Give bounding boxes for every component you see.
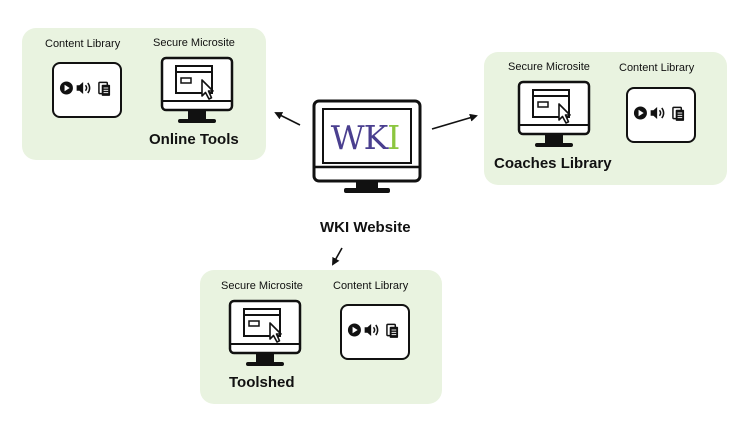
arrow-to-online-tools: [274, 112, 301, 126]
media-controls-icon: [342, 306, 408, 358]
wki-monitor-icon: [312, 99, 422, 193]
secure-microsite-label: Secure Microsite: [508, 61, 590, 73]
coaches-library-title: Coaches Library: [494, 155, 612, 172]
wki-logo-accent-letter: I: [387, 117, 400, 157]
secure-microsite-label: Secure Microsite: [221, 280, 303, 292]
arrow-to-toolshed: [332, 247, 343, 266]
toolshed-title: Toolshed: [229, 374, 295, 391]
wki-website-label: WKI Website: [320, 219, 411, 236]
media-controls-icon: [628, 89, 694, 141]
wki-logo-letters: WK: [330, 117, 389, 157]
media-controls-icon: [54, 64, 120, 116]
secure-microsite-monitor-icon[interactable]: [517, 80, 591, 152]
content-library-label: Content Library: [333, 280, 409, 292]
secure-microsite-label: Secure Microsite: [153, 37, 235, 49]
content-library-label: Content Library: [45, 38, 121, 50]
secure-microsite-monitor-icon[interactable]: [228, 299, 302, 371]
online-tools-title: Online Tools: [149, 131, 239, 148]
wki-logo: WKI: [330, 117, 401, 157]
content-library-player[interactable]: [52, 62, 122, 118]
content-library-label: Content Library: [619, 62, 695, 74]
coaches-library-panel: Secure Microsite Content Library Coaches…: [484, 52, 727, 185]
secure-microsite-monitor-icon[interactable]: [160, 56, 234, 128]
online-tools-panel: Content Library Secure Microsite Online …: [22, 28, 266, 160]
arrow-to-coaches-library: [431, 113, 478, 130]
content-library-player[interactable]: [626, 87, 696, 143]
content-library-player[interactable]: [340, 304, 410, 360]
wki-logo-text: WKI: [330, 117, 401, 157]
toolshed-panel: Secure Microsite Content Library Toolshe…: [200, 270, 442, 404]
